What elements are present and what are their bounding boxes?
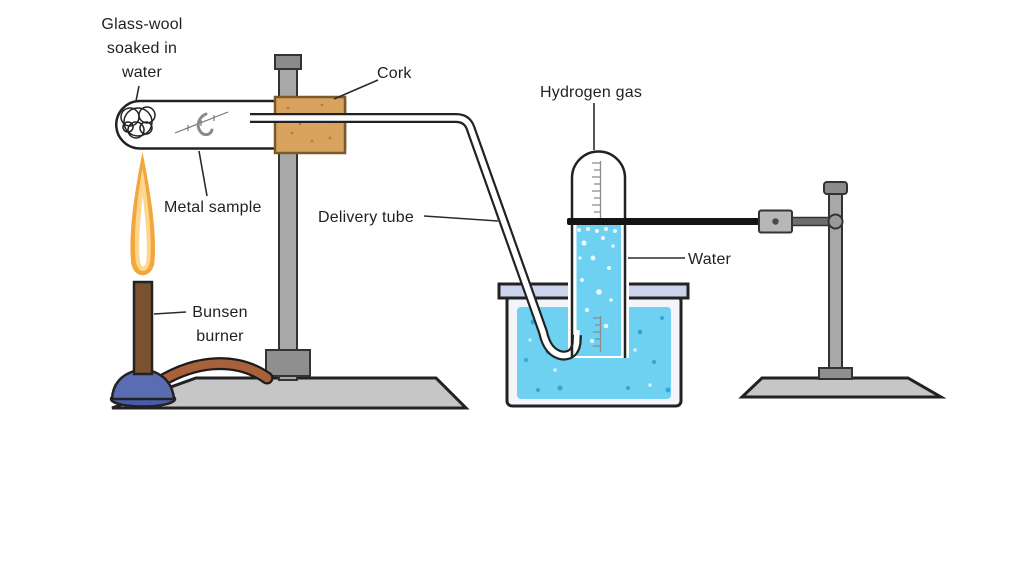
cork-body <box>273 95 347 155</box>
right-stand-base <box>738 376 947 399</box>
gas-tube-scale-lower <box>593 316 602 352</box>
left-stand-rod-foot <box>265 349 311 377</box>
label-cork: Cork <box>377 65 412 82</box>
metal-sample-piece <box>196 112 214 137</box>
clamp-bolt <box>772 218 779 225</box>
clamp-arm <box>567 218 765 225</box>
glass-wool-leader-line <box>135 85 140 102</box>
label-bunsen-burner: Bunsen burner <box>192 304 248 345</box>
cork-leader-line <box>333 79 379 100</box>
delivery-tube-leader-line <box>423 215 499 222</box>
gas-tube-outline <box>570 150 627 358</box>
right-stand-rod-foot <box>818 367 853 380</box>
label-delivery-tube: Delivery tube <box>318 209 414 226</box>
gas-tube-bubbles <box>577 227 617 343</box>
clamp <box>567 209 844 234</box>
left-stand-rod-cap <box>274 54 302 70</box>
label-glass-wool: Glass-wool soaked in water <box>101 16 183 81</box>
glass-wool-plug <box>120 106 156 139</box>
clamp-connector-bar <box>790 216 832 227</box>
cork-stopper <box>273 95 347 155</box>
gas-tube-scale-upper <box>592 161 602 219</box>
right-stand-rod-cap <box>823 181 848 195</box>
bunsen-burner-leader-line <box>153 311 187 315</box>
leader-lines <box>135 79 685 315</box>
metal-sample-leader-line <box>198 150 208 197</box>
rod-joint <box>827 213 844 230</box>
label-metal-sample: Metal sample <box>164 199 262 216</box>
burner-barrel <box>132 280 154 376</box>
sample-wire <box>174 111 229 134</box>
gas-collection-tube <box>570 150 627 358</box>
bunsen-burner <box>109 152 274 408</box>
flame-core <box>139 196 147 267</box>
right-retort-stand <box>738 181 947 399</box>
label-hydrogen-gas: Hydrogen gas <box>540 84 643 101</box>
label-water: Water <box>688 251 732 268</box>
gas-collection-tube-fill <box>568 147 629 358</box>
gas-hose <box>153 359 272 388</box>
